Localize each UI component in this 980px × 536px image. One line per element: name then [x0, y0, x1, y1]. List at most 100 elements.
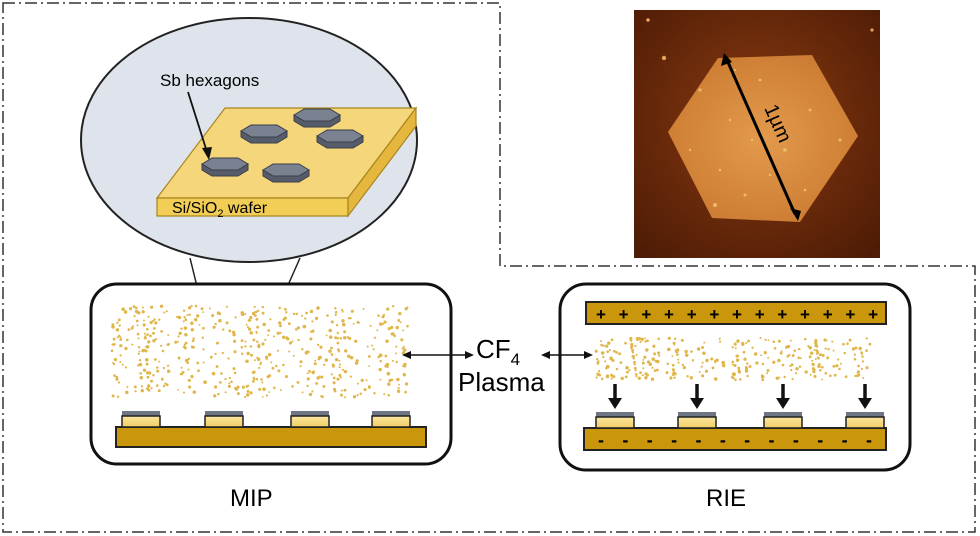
rie-plasma-cloud	[594, 336, 872, 382]
plasma-dot	[821, 354, 824, 357]
plasma-dot	[783, 375, 786, 379]
plasma-dot	[234, 316, 237, 319]
left-double-arrow	[402, 351, 474, 359]
plasma-dot	[632, 360, 636, 364]
plasma-dot	[261, 381, 264, 384]
plasma-dot	[258, 366, 261, 370]
plasma-dot	[733, 363, 737, 368]
plasma-dot	[673, 337, 677, 340]
plasma-dot	[165, 310, 168, 313]
plasma-dot	[671, 363, 675, 367]
plasma-dot	[150, 379, 153, 383]
plasma-dot	[808, 346, 813, 350]
plasma-dot	[595, 376, 598, 379]
plasma-dot	[317, 357, 321, 361]
plasma-dot	[190, 374, 194, 379]
plasma-dot	[347, 354, 351, 358]
plasma-dot	[600, 343, 603, 347]
plasma-dot	[816, 352, 819, 355]
plasma-dot	[201, 336, 204, 339]
plasma-dot	[277, 369, 281, 373]
plasma-dot	[341, 310, 344, 313]
plasma-dot	[154, 358, 157, 361]
plasma-dot	[313, 362, 317, 366]
plasma-dot	[604, 360, 607, 363]
plasma-dot	[348, 337, 352, 340]
rie-label: RIE	[706, 485, 746, 512]
plasma-dot	[245, 359, 249, 363]
plasma-dot	[261, 311, 265, 315]
plasma-dot	[606, 350, 610, 354]
plasma-dot	[153, 327, 156, 330]
plasma-dot	[261, 395, 264, 398]
plasma-dot	[777, 358, 781, 363]
plasma-dot	[177, 356, 181, 360]
plasma-dot	[684, 353, 689, 357]
plasma-dot	[401, 347, 404, 350]
plasma-dot	[376, 329, 379, 332]
plasma-dot	[118, 324, 121, 327]
plasma-dot	[639, 371, 642, 374]
plasma-dot	[636, 339, 639, 342]
flake	[262, 163, 310, 183]
plasma-dot	[295, 312, 298, 316]
plasma-dot	[294, 328, 298, 331]
plasma-dot	[861, 355, 864, 358]
plasma-dot	[387, 366, 389, 369]
plasma-dot	[227, 384, 231, 388]
plasma-dot	[402, 345, 405, 349]
plasma-dot	[202, 348, 205, 351]
plasma-dot	[296, 326, 300, 330]
plasma-dot	[249, 353, 254, 357]
plasma-dot	[341, 308, 344, 312]
plasma-dot	[236, 392, 240, 396]
plasma-dot	[596, 358, 599, 361]
plasma-dot	[272, 335, 275, 338]
plasma-dot	[704, 369, 709, 373]
plasma-dot	[292, 354, 295, 357]
plasma-dot	[742, 350, 746, 354]
plasma-dot	[330, 320, 334, 324]
plasma-dot	[791, 378, 794, 381]
plasma-dot	[790, 368, 793, 372]
plasma-dot	[667, 347, 671, 352]
plasma-dot	[338, 366, 341, 369]
plasma-dot	[338, 373, 342, 377]
plasma-dot	[359, 392, 362, 396]
wafer-label-tail: wafer	[223, 200, 267, 217]
plasma-dot	[218, 312, 222, 316]
plasma-dot	[404, 390, 407, 394]
plasma-dot	[188, 385, 192, 389]
plasma-dot	[767, 356, 770, 359]
plasma-dot	[760, 354, 763, 357]
plasma-dot	[276, 349, 279, 352]
plasma-dot	[334, 307, 337, 310]
plasma-dot	[402, 348, 407, 352]
plasma-dot	[404, 382, 409, 386]
plasma-dot	[733, 342, 737, 346]
plasma-dot	[739, 378, 742, 381]
plasma-dot	[350, 309, 354, 313]
plasma-dot	[187, 378, 191, 382]
plasma-dot	[684, 349, 688, 354]
plasma-dot	[174, 340, 178, 344]
plasma-dot	[200, 307, 204, 311]
plasma-dot	[116, 395, 120, 398]
plasma-dot	[698, 371, 701, 373]
plasma-dot	[753, 352, 758, 356]
plasma-dot	[363, 388, 367, 392]
plasma-dot	[854, 347, 857, 350]
plasma-dot	[211, 314, 215, 318]
plasma-dot	[225, 305, 228, 308]
plasma-dot	[373, 336, 377, 339]
plasma-dot	[296, 380, 300, 384]
plasma-dot	[202, 326, 205, 330]
plasma-dot	[818, 353, 822, 357]
plasma-dot	[823, 338, 827, 342]
plasma-dot	[643, 355, 647, 359]
plasma-dot	[811, 367, 815, 371]
plasma-dot	[402, 364, 406, 368]
plasma-dot	[610, 358, 613, 361]
plasma-dot	[650, 377, 655, 381]
plasma-dot	[334, 310, 338, 314]
